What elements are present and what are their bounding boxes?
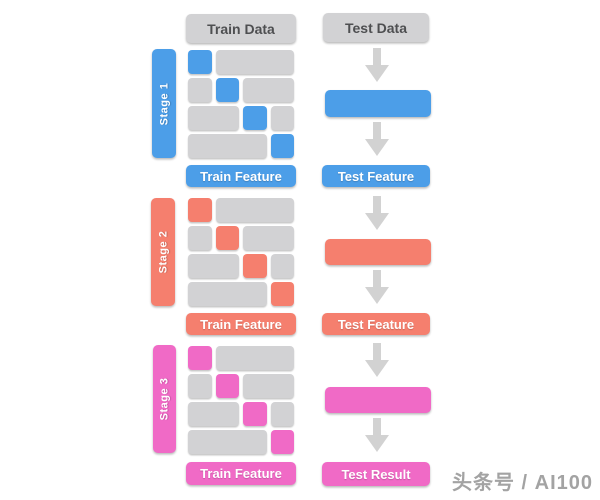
stage-1-test-feature-label: Test Feature bbox=[322, 165, 430, 187]
fold-holdout-block bbox=[215, 226, 239, 250]
fold-holdout-block bbox=[215, 374, 239, 398]
fold-holdout-block bbox=[270, 282, 294, 306]
fold-train-block bbox=[188, 254, 239, 278]
arrow-down-icon bbox=[359, 418, 395, 454]
stage-3-bar: Stage 3 bbox=[153, 345, 176, 453]
stage-1-train-feature-label: Train Feature bbox=[186, 165, 296, 187]
fold-train-block bbox=[188, 402, 239, 426]
stage-3-label: Stage 3 bbox=[158, 377, 171, 421]
fold-holdout-block bbox=[243, 254, 267, 278]
fold-holdout-block bbox=[243, 106, 267, 130]
stage-1-label: Stage 1 bbox=[158, 82, 171, 125]
fold-train-block bbox=[215, 198, 294, 222]
fold-train-block bbox=[188, 134, 267, 158]
fold-train-block bbox=[270, 254, 294, 278]
fold-train-block bbox=[188, 374, 212, 398]
fold-train-block bbox=[188, 430, 267, 454]
stage-3-fold-grid bbox=[188, 346, 294, 454]
fold-train-block bbox=[243, 226, 294, 250]
stage-3-model-bar bbox=[325, 387, 431, 413]
fold-holdout-block bbox=[215, 78, 239, 102]
fold-train-block bbox=[188, 226, 212, 250]
stage-2-test-feature-label: Test Feature bbox=[322, 313, 430, 335]
stage-2-train-feature-label: Train Feature bbox=[186, 313, 296, 335]
fold-holdout-block bbox=[270, 430, 294, 454]
stage-2-model-bar bbox=[325, 239, 431, 265]
train-data-header: Train Data bbox=[186, 14, 296, 43]
stage-2-bar: Stage 2 bbox=[151, 198, 175, 306]
fold-train-block bbox=[188, 78, 212, 102]
fold-train-block bbox=[270, 402, 294, 426]
arrow-down-icon bbox=[359, 122, 395, 158]
stage-3-train-feature-label: Train Feature bbox=[186, 462, 296, 485]
watermark-text: 头条号 / AI100 bbox=[452, 472, 594, 494]
fold-train-block bbox=[215, 346, 294, 370]
fold-holdout-block bbox=[243, 402, 267, 426]
fold-holdout-block bbox=[188, 50, 212, 74]
fold-holdout-block bbox=[188, 346, 212, 370]
fold-train-block bbox=[188, 106, 239, 130]
arrow-down-icon bbox=[359, 196, 395, 232]
arrow-down-icon bbox=[359, 48, 395, 84]
stage-1-bar: Stage 1 bbox=[152, 49, 176, 158]
stage-3-test-result-label: Test Result bbox=[322, 462, 430, 486]
arrow-down-icon bbox=[359, 270, 395, 306]
stage-2-fold-grid bbox=[188, 198, 294, 306]
fold-train-block bbox=[188, 282, 267, 306]
fold-train-block bbox=[270, 106, 294, 130]
stage-1-fold-grid bbox=[188, 50, 294, 158]
fold-train-block bbox=[215, 50, 294, 74]
fold-train-block bbox=[243, 78, 294, 102]
fold-holdout-block bbox=[270, 134, 294, 158]
stage-1-model-bar bbox=[325, 90, 431, 117]
fold-train-block bbox=[243, 374, 294, 398]
test-data-header: Test Data bbox=[323, 13, 429, 42]
arrow-down-icon bbox=[359, 343, 395, 379]
stage-2-label: Stage 2 bbox=[157, 230, 170, 274]
fold-holdout-block bbox=[188, 198, 212, 222]
